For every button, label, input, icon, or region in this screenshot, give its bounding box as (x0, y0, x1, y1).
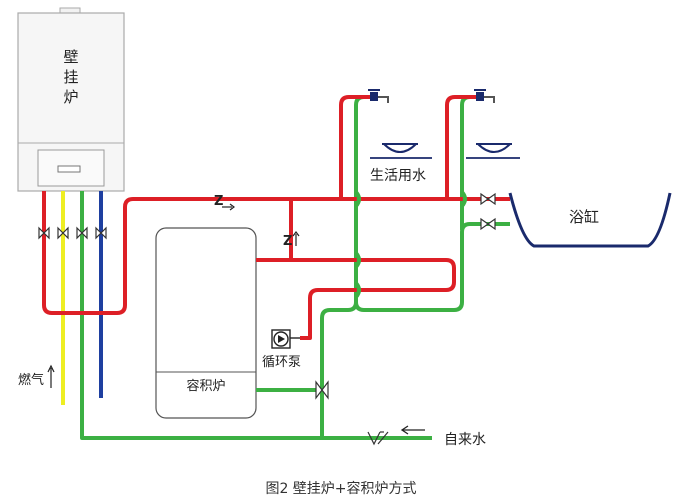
svg-text:Z: Z (214, 194, 223, 209)
tap-water-arrow (400, 425, 425, 435)
gas-arrow (47, 364, 55, 388)
pipe-crossings (354, 190, 467, 299)
boiler-label-1: 壁 (63, 48, 78, 66)
storage-heater: 容积炉 (155, 227, 257, 419)
pump-label: 循环泵 (262, 355, 301, 370)
basin-left (370, 143, 432, 159)
gas-label: 燃气 (18, 372, 44, 388)
bathtub-valves (480, 192, 496, 231)
hot-water-pipes (42, 95, 510, 340)
tap-right (474, 89, 495, 103)
boiler-label-2: 挂 (63, 68, 78, 86)
svg-text:Z: Z (283, 234, 292, 249)
boiler-valves (38, 226, 107, 240)
mixing-valve (315, 380, 329, 400)
basin-right (466, 143, 520, 159)
bathtub: 浴缸 (508, 192, 672, 248)
check-valve-horizontal: Z (214, 194, 235, 211)
tap-left (368, 89, 389, 103)
figure-caption: 图2 壁挂炉+容积炉方式 (265, 481, 417, 497)
check-valve-vertical: Z (283, 231, 300, 249)
wall-boiler: 壁 挂 炉 (17, 7, 125, 192)
inlet-valve (367, 431, 389, 446)
domestic-water-label: 生活用水 (370, 168, 426, 184)
storage-heater-label: 容积炉 (186, 378, 225, 394)
circulation-pump: 循环泵 (262, 329, 301, 370)
tap-water-label: 自来水 (444, 432, 486, 448)
boiler-label-3: 炉 (63, 88, 78, 106)
bathtub-label: 浴缸 (569, 208, 599, 226)
